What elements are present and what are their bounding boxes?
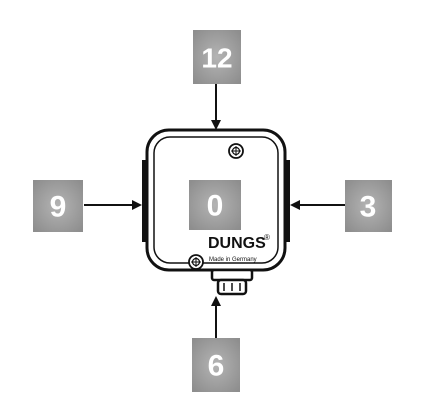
position-label-top: 12	[193, 30, 241, 84]
position-label-center: 0	[189, 180, 241, 230]
left-side-ridge	[142, 160, 147, 242]
position-label-top-text: 12	[201, 43, 232, 74]
position-label-left-text: 9	[50, 191, 67, 224]
position-label-center-text: 0	[207, 190, 224, 223]
screw-icon-top	[228, 143, 244, 159]
position-label-right-text: 3	[360, 191, 377, 224]
registered-mark: ®	[264, 233, 270, 242]
origin-label: Made in Germany	[209, 257, 257, 263]
position-label-bottom: 6	[192, 338, 240, 392]
position-label-left: 9	[33, 180, 83, 232]
position-label-bottom-text: 6	[208, 350, 225, 383]
position-label-right: 3	[345, 180, 392, 232]
bottom-connector	[210, 268, 254, 296]
right-side-ridge	[285, 160, 290, 242]
brand-name: DUNGS	[208, 235, 266, 252]
screw-icon-bottom	[188, 254, 204, 270]
